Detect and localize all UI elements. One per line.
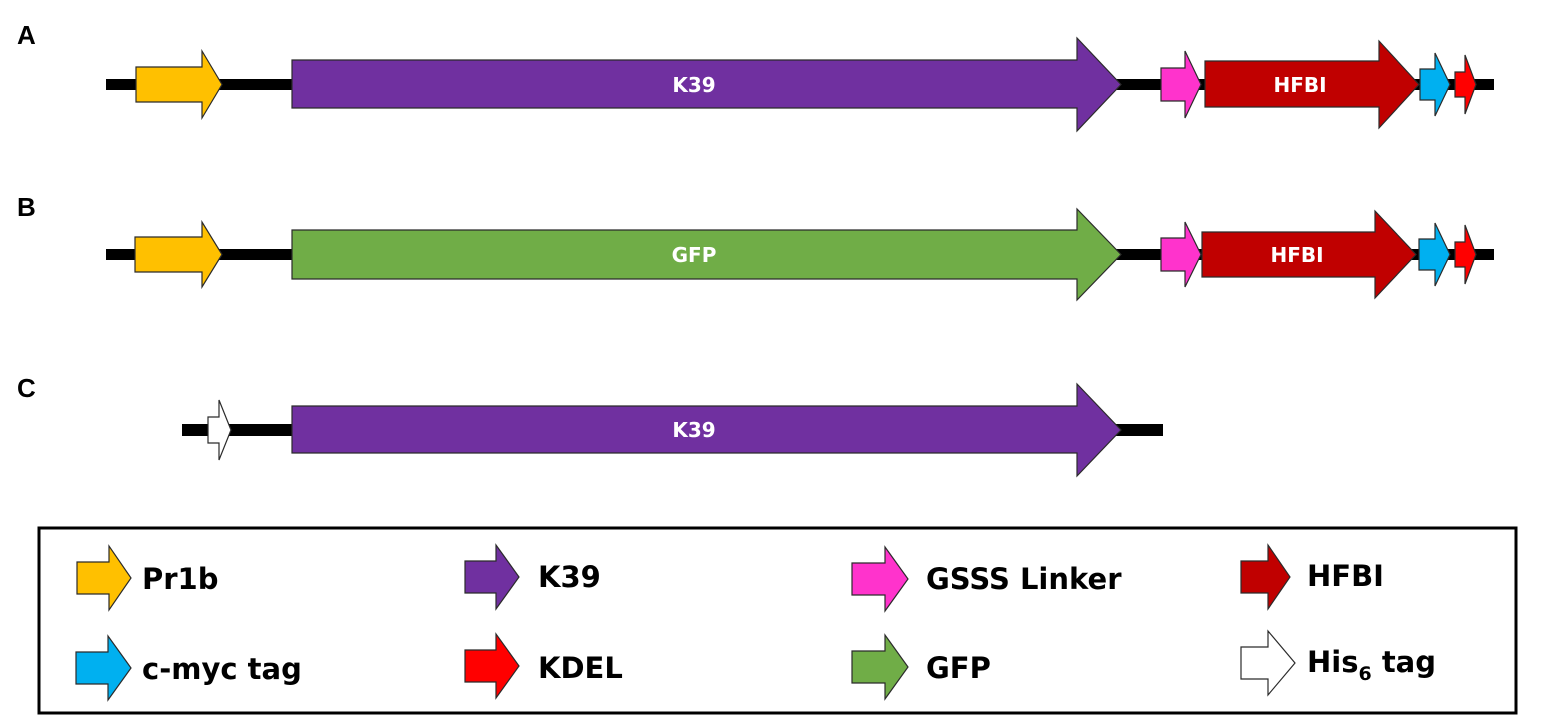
legend-k39-label: K39 bbox=[538, 560, 601, 594]
legend-his6-tag-label: His6 tag bbox=[1307, 645, 1436, 685]
kdel-arrow-a bbox=[1454, 54, 1477, 115]
legend-gsss-linker-icon bbox=[851, 545, 909, 613]
legend-his6-rest: tag bbox=[1372, 645, 1436, 679]
legend-his6-main: His bbox=[1307, 645, 1358, 679]
legend-gfp-label: GFP bbox=[926, 651, 991, 685]
kdel-arrow-b bbox=[1454, 224, 1477, 285]
gfp-arrow-b bbox=[291, 207, 1122, 302]
construct-a: A K39 HFBI bbox=[17, 20, 1494, 133]
k39-label-c: K39 bbox=[672, 418, 715, 442]
cmyc-tag-arrow-b bbox=[1418, 222, 1451, 287]
legend-pr1b-label: Pr1b bbox=[142, 562, 219, 596]
legend: Pr1b K39 GSSS Linker HFBI c-myc tag KDEL… bbox=[37, 526, 1518, 715]
legend-cmyc-tag-label: c-myc tag bbox=[142, 652, 302, 686]
legend-hfbi-icon bbox=[1240, 543, 1291, 611]
legend-gsss-linker-label: GSSS Linker bbox=[926, 562, 1122, 596]
hfbi-label-b: HFBI bbox=[1270, 243, 1323, 267]
legend-gfp-icon bbox=[851, 633, 909, 701]
legend-kdel-label: KDEL bbox=[538, 651, 623, 685]
k39-label-a: K39 bbox=[672, 73, 715, 97]
his6-tag-arrow-c bbox=[207, 399, 232, 461]
panel-label-a: A bbox=[17, 20, 36, 50]
legend-pr1b-icon bbox=[76, 544, 132, 612]
panel-label-c: C bbox=[17, 373, 36, 403]
gfp-label-b: GFP bbox=[672, 243, 717, 267]
panel-label-b: B bbox=[17, 192, 36, 222]
k39-arrow-c bbox=[291, 382, 1122, 478]
legend-k39-icon bbox=[464, 543, 520, 611]
legend-cmyc-tag-icon bbox=[75, 634, 132, 702]
legend-kdel-icon bbox=[464, 632, 520, 700]
cmyc-tag-arrow-a bbox=[1419, 52, 1451, 117]
legend-his6-subscript: 6 bbox=[1358, 663, 1371, 685]
legend-hfbi-label: HFBI bbox=[1307, 559, 1384, 593]
legend-his6-tag-icon bbox=[1240, 629, 1296, 697]
hfbi-label-a: HFBI bbox=[1273, 73, 1326, 97]
gsss-linker-arrow-b bbox=[1160, 221, 1202, 288]
k39-arrow-a bbox=[291, 36, 1122, 133]
pr1b-arrow-a bbox=[135, 48, 223, 121]
hfbi-arrow-a bbox=[1204, 39, 1420, 130]
construct-c: C K39 bbox=[17, 373, 1163, 478]
pr1b-arrow-b bbox=[134, 219, 223, 290]
hfbi-arrow-b bbox=[1201, 209, 1417, 300]
gsss-linker-arrow-a bbox=[1160, 50, 1202, 119]
construct-b: B GFP HFBI bbox=[17, 192, 1494, 302]
